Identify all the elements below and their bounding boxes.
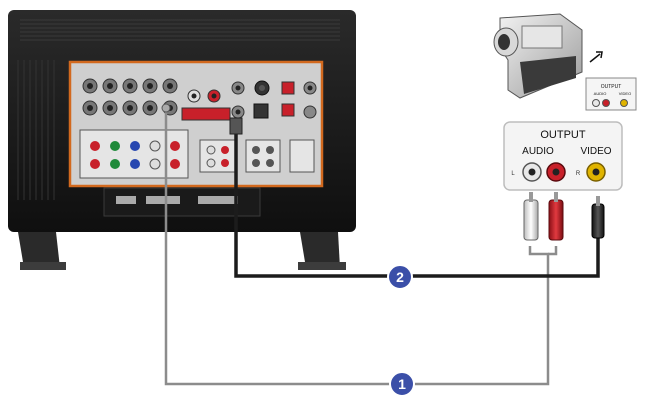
lower-bracket-ports <box>116 196 238 204</box>
rear-component-block <box>79 129 315 179</box>
output-panel-l-mark: L <box>511 171 515 177</box>
camcorder-viewfinder <box>521 25 563 49</box>
audio-plug-red-tip <box>554 192 558 202</box>
audio-plug-white <box>523 199 539 241</box>
inset-audio-label: AUDIO <box>594 91 607 96</box>
video-plug <box>591 196 605 239</box>
cable-2-video <box>234 124 600 278</box>
output-panel-r-mark: R <box>576 171 581 177</box>
step-badge-2: 2 <box>387 264 413 290</box>
audio-plug-white-tip <box>529 192 533 202</box>
step-badge-1-label: 1 <box>398 376 406 392</box>
monitor-side-vents <box>17 60 55 200</box>
monitor-vents <box>20 19 340 41</box>
monitor-rear <box>8 10 356 270</box>
monitor-video-plug <box>229 117 243 135</box>
inset-arrow <box>589 53 601 63</box>
cable-1-audio <box>164 108 550 386</box>
camcorder-output-inset: OUTPUT AUDIO VIDEO <box>585 77 637 111</box>
rear-jacks-top-row <box>82 78 317 103</box>
audio-plugs <box>523 192 564 241</box>
output-panel: OUTPUT AUDIO VIDEO L R <box>503 121 623 191</box>
inset-arrow-head <box>596 51 603 59</box>
monitor-left-foot <box>18 232 60 268</box>
cable-1-audio-branch <box>548 246 558 256</box>
monitor-audio-plug <box>161 103 171 113</box>
step-badge-1: 1 <box>389 371 415 397</box>
inset-video-label: VIDEO <box>619 91 631 96</box>
step-badge-2-label: 2 <box>396 269 404 285</box>
audio-plug-red <box>548 199 564 241</box>
output-panel-title: OUTPUT <box>540 129 586 141</box>
video-plug-black <box>591 203 605 239</box>
monitor-right-foot-base <box>298 262 346 270</box>
monitor-right-foot <box>300 232 340 268</box>
output-panel-video-label: VIDEO <box>580 146 611 157</box>
inset-title: OUTPUT <box>601 84 622 90</box>
camcorder <box>493 13 583 99</box>
monitor-left-foot-base <box>20 262 66 270</box>
camcorder-grip <box>520 56 576 94</box>
video-plug-black-tip <box>596 196 600 206</box>
camcorder-lens-glass <box>498 34 510 50</box>
output-panel-audio-label: AUDIO <box>522 146 554 157</box>
